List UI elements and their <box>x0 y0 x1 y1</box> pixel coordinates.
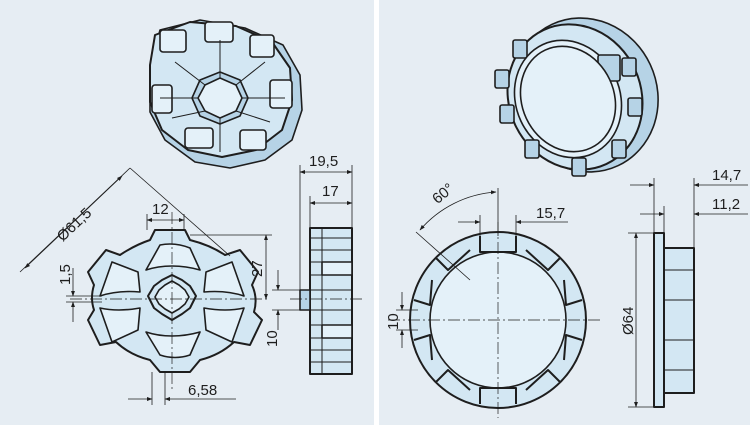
diameter-64-label: Ø64 <box>620 307 637 335</box>
side-17-label: 17 <box>322 183 339 200</box>
width-12-label: 12 <box>152 201 169 218</box>
diameter-64-dimension: Ø64 <box>620 232 654 408</box>
left-10-label: 10 <box>385 313 402 330</box>
ring-adapter-side-view <box>653 232 695 408</box>
top-14-7-dimension: 14,7 <box>630 167 748 248</box>
panel-divider <box>374 0 379 425</box>
side-19-5-label: 19,5 <box>309 153 338 170</box>
top-11-2-label: 11,2 <box>712 196 740 213</box>
left-10-dimension: 10 <box>385 292 418 348</box>
ring-adapter-3d-view <box>494 17 659 177</box>
octagonal-adapter-side-view <box>299 227 353 375</box>
top-14-7-label: 14,7 <box>712 167 741 184</box>
width-15-7-label: 15,7 <box>536 205 565 222</box>
height-27-dimension: 27 <box>190 234 272 300</box>
side-10-dimension: 10 <box>264 270 300 347</box>
bottom-6-58-label: 6,58 <box>188 382 217 399</box>
width-15-7-dimension: 15,7 <box>458 205 568 252</box>
bottom-6-58-dimension: 6,58 <box>128 372 236 405</box>
side-19-5-dimension: 19,5 <box>299 153 353 290</box>
small-1-5-dimension: 1,5 <box>57 264 102 322</box>
width-12-dimension: 12 <box>146 201 185 230</box>
octagonal-adapter-3d-view <box>149 19 303 169</box>
top-11-2-dimension: 11,2 <box>640 196 748 248</box>
height-27-label: 27 <box>249 260 266 277</box>
octagonal-adapter-front-view <box>87 229 263 373</box>
small-1-5-label: 1,5 <box>57 264 74 285</box>
side-10-label: 10 <box>264 330 281 347</box>
side-17-dimension: 17 <box>309 183 353 228</box>
